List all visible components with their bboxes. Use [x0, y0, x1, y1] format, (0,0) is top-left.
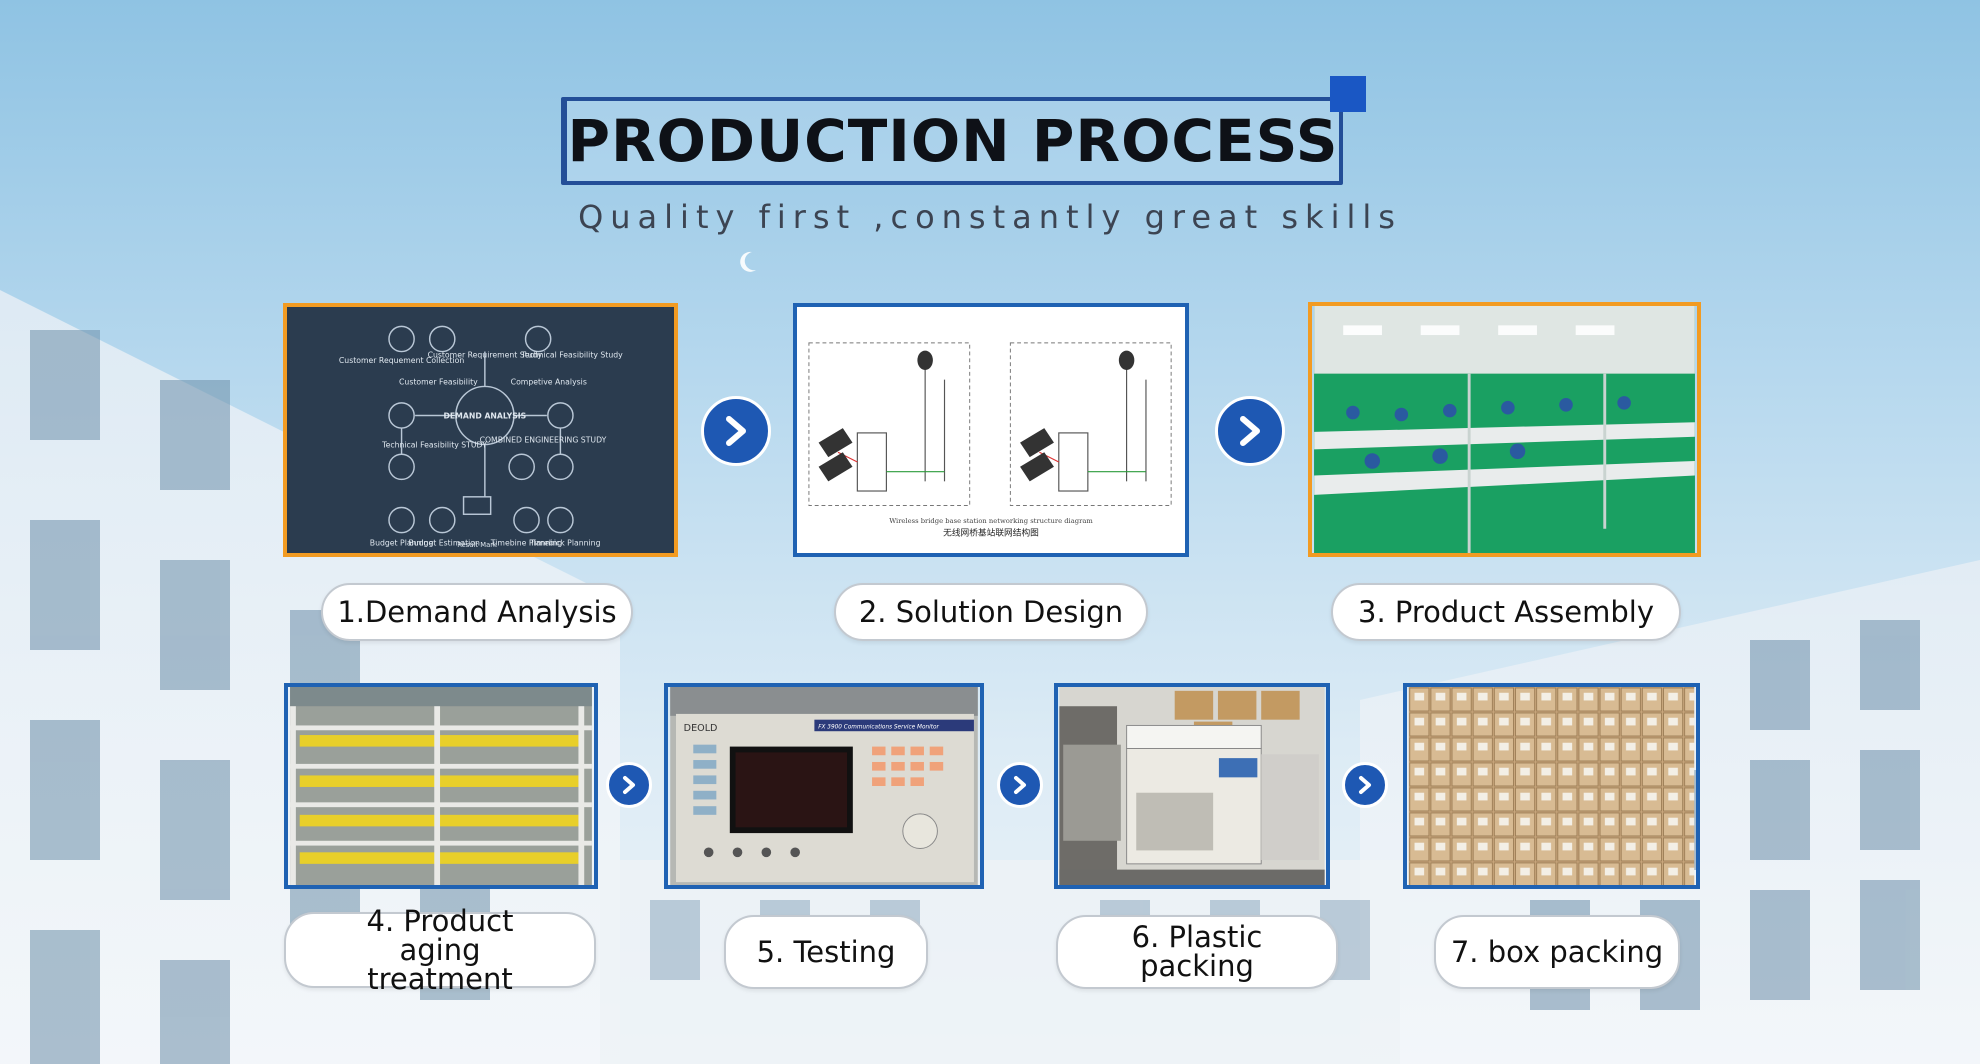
next-step-arrow: [1342, 762, 1388, 808]
chevron-right-icon: [726, 416, 746, 446]
node-label: Customer Requement Collection: [339, 356, 464, 365]
product-assembly-image: [1308, 302, 1701, 557]
step-label-5: 5. Testing: [724, 915, 928, 989]
step-label-3: 3. Product Assembly: [1331, 583, 1681, 641]
chevron-right-icon: [1014, 776, 1026, 794]
next-step-arrow: [701, 396, 771, 466]
next-step-arrow: [1215, 396, 1285, 466]
node-label: Competive Analysis: [511, 377, 587, 386]
node-label: Timebick Planning: [529, 538, 601, 547]
node-label: Result Mark: [457, 541, 497, 549]
next-step-arrow: [997, 762, 1043, 808]
solution-design-image: Wireless bridge base station networking …: [793, 303, 1189, 557]
title-frame: PRODUCTION PROCESS: [561, 97, 1343, 185]
demand-analysis-image: Customer Requement Collection Customer R…: [283, 303, 678, 557]
diagram-caption-en: Wireless bridge base station networking …: [889, 517, 1093, 525]
node-label: DEMAND ANALYSIS: [443, 411, 526, 420]
node-label: Budget Planning: [370, 538, 434, 547]
page-title: PRODUCTION PROCESS: [567, 107, 1339, 175]
node-label: Timebine Planning: [490, 538, 563, 547]
chevron-right-icon: [1359, 776, 1371, 794]
page-subtitle: Quality first ,constantly great skills: [578, 198, 1402, 236]
plastic-packing-image: [1054, 683, 1330, 889]
node-label: Technical Feasibility Study: [520, 350, 623, 359]
chevron-right-icon: [623, 776, 635, 794]
chevron-right-icon: [1240, 416, 1260, 446]
step-label-7: 7. box packing: [1434, 915, 1680, 989]
diagram-caption-cn: 无线网桥基站联网结构图: [943, 527, 1039, 539]
step-label-6: 6. Plastic packing: [1056, 915, 1338, 989]
step-label-4: 4. Product aging treatment: [284, 906, 596, 993]
step-label-2: 2. Solution Design: [834, 583, 1148, 641]
step-label-1: 1.Demand Analysis: [321, 583, 633, 641]
node-label: Customer Requirement Study: [428, 350, 543, 359]
device-brand: DEOLD: [684, 723, 718, 734]
aging-treatment-image: [284, 683, 598, 889]
node-label: COMBINED ENGINEERING STUDY: [480, 436, 607, 445]
node-label: Customer Feasibility: [399, 377, 478, 386]
device-model: FX 3900 Communications Service Monitor: [818, 724, 939, 730]
node-label: Budget Estimation: [408, 538, 480, 547]
node-label: Technical Feasibility STUDY: [381, 440, 487, 449]
title-accent-square: [1330, 76, 1366, 112]
testing-image: DEOLD FX 3900 Communications Service Mon…: [664, 683, 984, 889]
next-step-arrow: [606, 762, 652, 808]
box-packing-image: [1403, 683, 1700, 889]
